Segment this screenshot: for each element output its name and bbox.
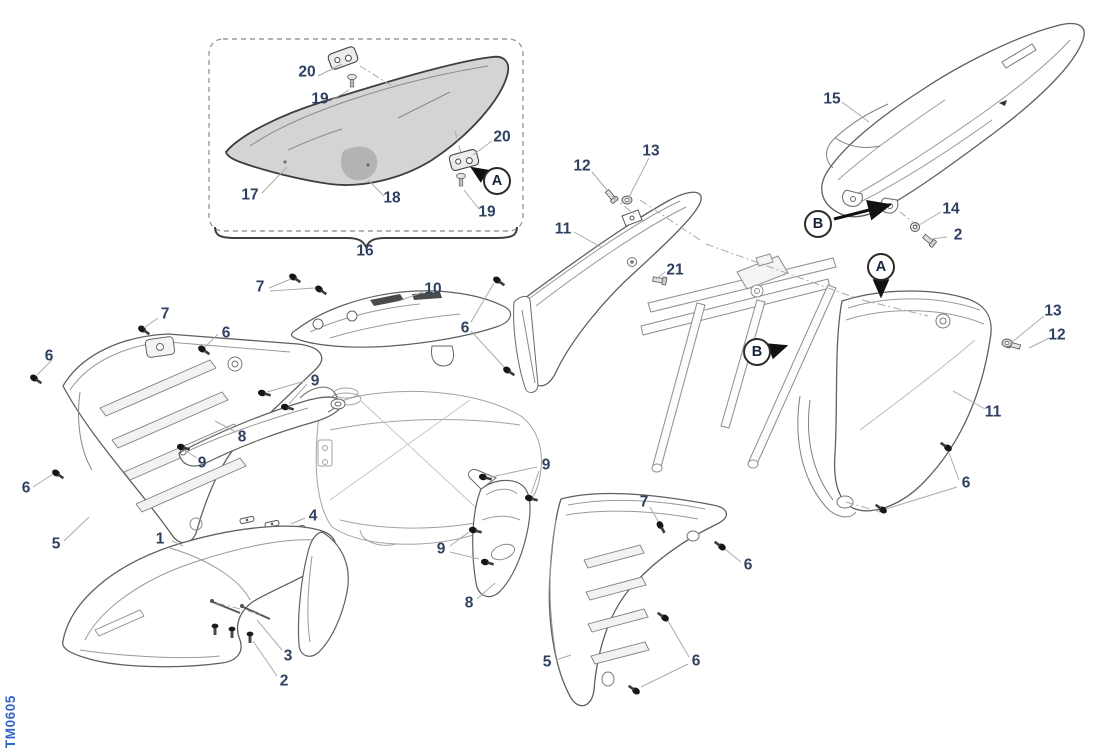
callout-7: 7	[255, 278, 265, 296]
callout-6: 6	[44, 347, 54, 365]
callout-7: 7	[639, 493, 649, 511]
callout-7: 7	[160, 305, 170, 323]
callout-11: 11	[984, 403, 1002, 421]
detail-marker-A: A	[867, 253, 895, 281]
callout-19: 19	[478, 203, 496, 221]
callout-6: 6	[221, 324, 231, 342]
part-deflector-left	[178, 386, 346, 467]
part-subframe	[640, 253, 837, 473]
callout-6: 6	[961, 474, 971, 492]
part-rear-fender	[821, 22, 1085, 218]
callout-9: 9	[541, 456, 551, 474]
callout-20: 20	[493, 128, 511, 146]
fasteners	[28, 188, 1022, 696]
part-side-panel-right	[797, 290, 992, 518]
alignment-lines	[216, 195, 929, 616]
callout-12: 12	[573, 157, 591, 175]
callout-19: 19	[311, 90, 329, 108]
callout-15: 15	[823, 90, 841, 108]
callout-2: 2	[279, 672, 289, 690]
callout-5: 5	[542, 653, 552, 671]
callout-4: 4	[308, 507, 318, 525]
callout-13: 13	[642, 142, 660, 160]
callout-12: 12	[1048, 326, 1066, 344]
callout-11: 11	[554, 220, 572, 238]
callout-5: 5	[51, 535, 61, 553]
callout-6: 6	[691, 652, 701, 670]
callout-14: 14	[942, 200, 960, 218]
leader-lines	[32, 63, 1050, 688]
callout-9: 9	[197, 454, 207, 472]
part-side-panel-left	[513, 191, 702, 393]
part-radiator-shroud-right	[548, 492, 727, 707]
part-radiator-shroud-left	[62, 333, 323, 544]
part-deflector-right	[467, 469, 531, 598]
callout-21: 21	[666, 261, 684, 279]
callout-13: 13	[1044, 302, 1062, 320]
part-front-fender	[62, 525, 349, 668]
callout-16: 16	[356, 242, 374, 260]
detail-marker-B: B	[743, 338, 771, 366]
callout-6: 6	[460, 319, 470, 337]
callout-1: 1	[155, 530, 165, 548]
callout-6: 6	[743, 556, 753, 574]
callout-9: 9	[436, 540, 446, 558]
callout-6: 6	[21, 479, 31, 497]
callout-8: 8	[464, 594, 474, 612]
callout-9: 9	[310, 372, 320, 390]
callout-2: 2	[953, 226, 963, 244]
callout-17: 17	[241, 186, 259, 204]
callout-18: 18	[383, 189, 401, 207]
callout-10: 10	[424, 280, 442, 298]
callout-3: 3	[283, 647, 293, 665]
callout-20: 20	[298, 63, 316, 81]
part-seat-assembly	[208, 38, 524, 250]
document-code: TM0605	[3, 694, 18, 748]
detail-marker-B: B	[804, 210, 832, 238]
callout-8: 8	[237, 428, 247, 446]
part-airbox-cover	[290, 290, 512, 367]
detail-marker-A: A	[483, 167, 511, 195]
